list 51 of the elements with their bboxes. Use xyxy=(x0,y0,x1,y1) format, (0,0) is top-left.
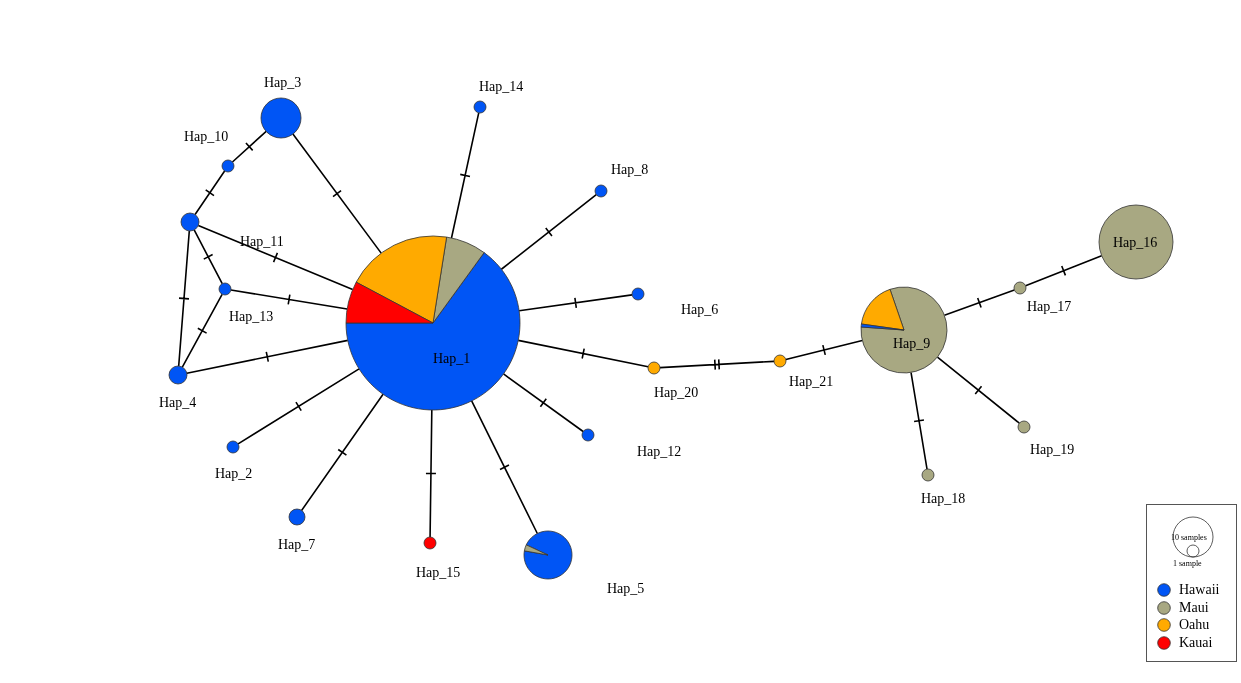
connector xyxy=(450,112,480,239)
legend-label: Hawaii xyxy=(1179,582,1220,598)
haplotype-label: Hap_8 xyxy=(611,162,649,178)
connector xyxy=(231,130,267,163)
haplotype-label: Hap_12 xyxy=(637,444,682,460)
haplotype-label: Hap_16 xyxy=(1113,235,1158,251)
haplotype-label: Hap_6 xyxy=(681,302,719,318)
haplotype-label: Hap_11 xyxy=(240,234,284,250)
connector xyxy=(292,133,382,254)
haplotype-label: Hap_19 xyxy=(1030,442,1075,458)
connector xyxy=(936,356,1021,425)
legend-label: Oahu xyxy=(1179,617,1210,633)
haplotype-label: Hap_20 xyxy=(654,385,699,401)
legend-label: Kauai xyxy=(1179,634,1213,651)
connector xyxy=(300,393,384,512)
connector xyxy=(502,373,584,433)
connector xyxy=(177,230,191,367)
connector xyxy=(785,339,864,361)
haplotype-label: Hap_10 xyxy=(184,129,229,145)
connector xyxy=(194,170,226,216)
connector xyxy=(500,193,598,271)
connector xyxy=(943,289,1016,317)
connector xyxy=(237,368,360,445)
size-scale-label: 10 samples xyxy=(1171,533,1207,542)
legend-label: Maui xyxy=(1179,599,1209,616)
haplotype-label: Hap_21 xyxy=(789,374,834,390)
haplotype-label: Hap_3 xyxy=(264,75,302,91)
connector xyxy=(1024,254,1103,287)
haplotype-label: Hap_2 xyxy=(215,466,253,482)
haplotype-label: Hap_18 xyxy=(921,491,966,507)
size-scale-label: 1 sample xyxy=(1173,559,1202,568)
connector xyxy=(230,289,348,310)
haplotype-label: Hap_13 xyxy=(229,309,274,325)
connector xyxy=(517,339,649,368)
connector xyxy=(425,409,437,538)
connector xyxy=(197,224,354,291)
haplotype-label: Hap_5 xyxy=(607,581,645,597)
haplotype-label: Hap_4 xyxy=(159,395,197,411)
haplotype-label: Hap_9 xyxy=(893,336,931,352)
connector xyxy=(470,400,539,535)
connector xyxy=(181,293,223,368)
haplotype-label: Hap_17 xyxy=(1027,299,1072,315)
connector xyxy=(193,229,223,285)
haplotype-label: Hap_1 xyxy=(433,351,471,367)
connector xyxy=(659,358,775,371)
haplotype-label: Hap_14 xyxy=(479,79,524,95)
haplotype-label: Hap_7 xyxy=(278,537,316,553)
connector xyxy=(910,371,928,470)
haplotype-label: Hap_15 xyxy=(416,565,461,581)
connector xyxy=(518,294,633,312)
connector xyxy=(186,339,349,374)
